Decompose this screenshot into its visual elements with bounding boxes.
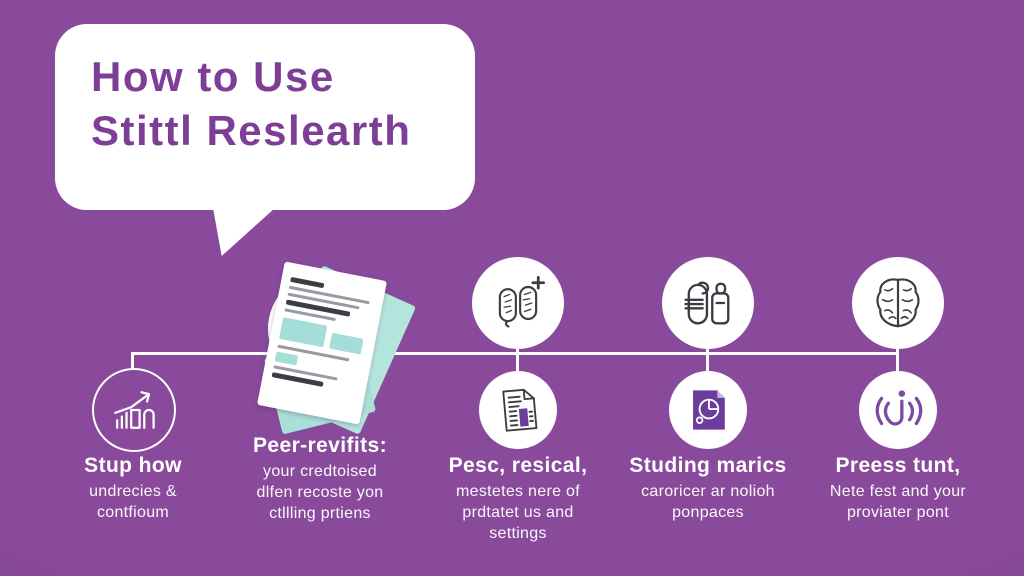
step2-line: dlfen recoste yon [256, 483, 384, 501]
step2-text: Peer-revifits: your credtoised dlfen rec… [220, 434, 420, 524]
step5-line: Nete fest and your [829, 483, 967, 500]
step3-line: settings [489, 524, 547, 542]
step2-heading: Peer-revifits: [253, 434, 387, 457]
step2-line: ctllling prtiens [269, 504, 371, 522]
clipboard-lock-icon [684, 281, 730, 325]
pie-chart-document-icon [693, 390, 725, 430]
step4-top-circle [662, 257, 754, 349]
step5-line: proviater pont [846, 503, 950, 521]
step5-bottom-circle [859, 371, 937, 449]
step5-top-circle [852, 257, 944, 349]
step4-bottom-circle [669, 371, 747, 449]
document-highlight-icon [502, 388, 538, 432]
step3-bottom-circle [479, 371, 557, 449]
step5-text: Preess tunt, Nete fest and your proviate… [798, 454, 998, 524]
step1-heading: Stup how [84, 454, 182, 477]
step1-circle [92, 368, 176, 452]
title-speech-bubble: How to Use Stittl Reslearth [55, 24, 475, 256]
timeline-connector-4 [706, 340, 709, 374]
step3-heading: Pesc, resical, [448, 454, 588, 477]
growth-chart-icon [114, 391, 155, 429]
step3-text: Pesc, resical, mestetes nere of prdtatet… [418, 454, 618, 544]
step3-top-circle [472, 257, 564, 349]
page-title: How to Use Stittl Reslearth [55, 24, 475, 158]
timeline-connector-3 [516, 340, 519, 374]
step4-heading: Studing marics [629, 454, 787, 477]
step3-line: mestetes nere of [456, 483, 580, 500]
title-line-2: Stittl Reslearth [91, 106, 412, 154]
step2-line: your credtoised [263, 463, 377, 480]
step5-heading: Preess tunt, [835, 454, 961, 477]
step1-line: contfioum [96, 503, 170, 521]
step1-text: Stup how undrecies & contfioum [33, 454, 233, 524]
timeline-connector-5 [896, 340, 899, 374]
title-line-1: How to Use [91, 53, 335, 100]
step1-line: undrecies & [89, 483, 177, 500]
step4-line: caroricer ar nolioh [641, 483, 775, 500]
timeline-line [133, 352, 897, 355]
step3-line: prdtatet us and [462, 503, 574, 521]
brain-icon [876, 278, 920, 328]
brain-plus-icon [498, 276, 545, 328]
documents-stack-icon [256, 258, 417, 438]
step4-line: ponpaces [672, 503, 744, 521]
step4-text: Studing marics caroricer ar nolioh ponpa… [608, 454, 808, 524]
timeline-connector-1 [131, 352, 134, 370]
speech-bubble-tail [213, 208, 275, 256]
signal-j-icon [875, 390, 923, 426]
